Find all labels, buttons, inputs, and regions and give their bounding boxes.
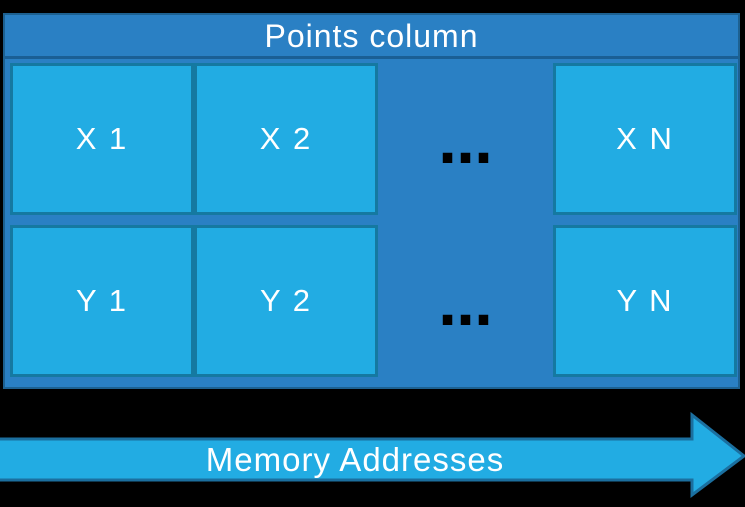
- cell-xn: X N: [553, 63, 737, 215]
- cell-x1: X 1: [10, 63, 194, 215]
- cell-xn-label: X N: [616, 121, 674, 156]
- points-column-header: Points column: [5, 15, 738, 59]
- cell-y1-label: Y 1: [76, 283, 128, 318]
- x-row-ellipsis: …: [438, 113, 493, 176]
- y-row-ellipsis: …: [438, 275, 493, 338]
- cell-y1: Y 1: [10, 225, 194, 377]
- cell-yn-label: Y N: [616, 283, 674, 318]
- cell-x1-label: X 1: [75, 121, 129, 156]
- points-column-title: Points column: [264, 17, 479, 54]
- cell-y2-label: Y 2: [260, 283, 312, 318]
- memory-addresses-arrow-icon: [0, 411, 745, 498]
- points-column-box: Points column X 1 X 2 … X N Y 1 Y 2 … Y …: [3, 13, 740, 389]
- cell-y2: Y 2: [194, 225, 378, 377]
- cell-x2-label: X 2: [259, 121, 313, 156]
- cell-x2: X 2: [194, 63, 378, 215]
- cell-yn: Y N: [553, 225, 737, 377]
